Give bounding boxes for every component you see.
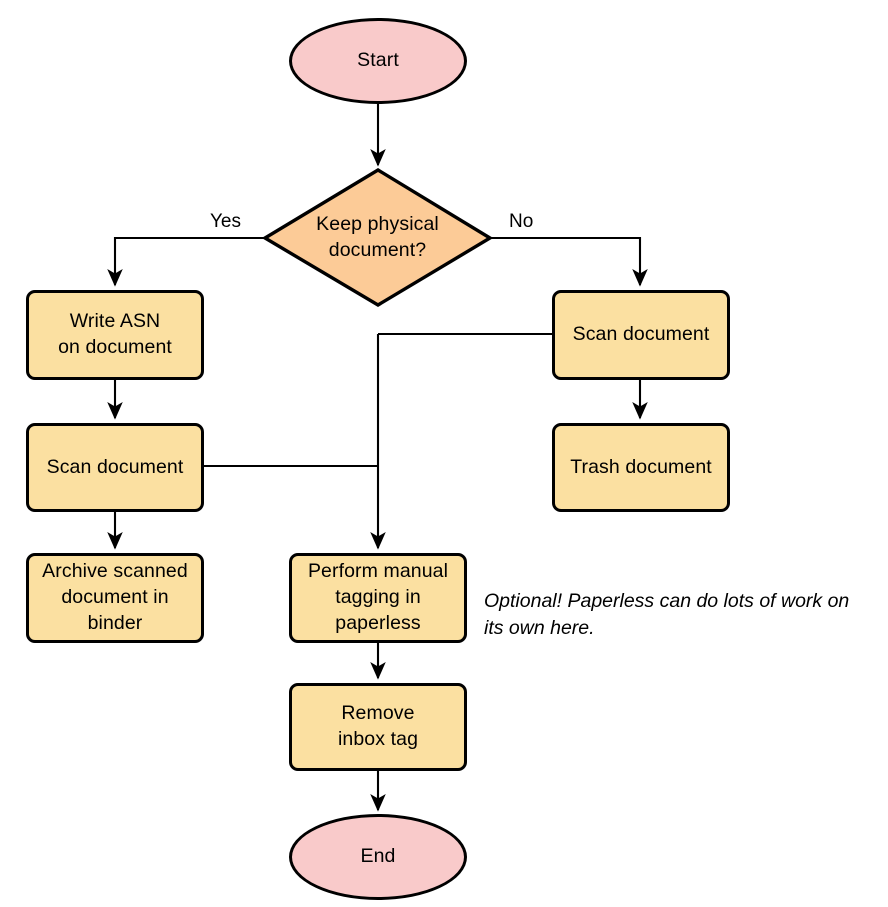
annotation-optional-note-line2: its own here.	[484, 616, 595, 639]
node-write-asn-label-line2: on document	[58, 336, 172, 358]
node-write-asn-label: Write ASN on document	[58, 309, 172, 360]
node-start[interactable]: Start	[289, 18, 467, 104]
node-trash-document[interactable]: Trash document	[552, 423, 730, 512]
node-write-asn-label-line1: Write ASN	[69, 310, 161, 333]
node-archive-label-line3: binder	[87, 611, 143, 634]
decision-diamond-shape[interactable]	[261, 168, 494, 307]
node-archive-scanned-document-in-binder[interactable]: Archive scanned document in binder	[26, 553, 204, 643]
edge-label-yes: Yes	[210, 211, 241, 232]
edge-decision-yes-to-write-asn	[107, 236, 265, 287]
node-scan-document-right-label: Scan document	[572, 323, 710, 346]
annotation-optional-note: Optional! Paperless can do lots of work …	[484, 588, 884, 642]
node-perform-manual-tagging-in-paperless[interactable]: Perform manual tagging in paperless	[289, 553, 467, 643]
node-decision-label-line1: Keep physical	[316, 212, 439, 235]
node-remove-inbox-tag-label: Remove inbox tag	[338, 701, 418, 752]
node-tagging-label-line3: paperless	[335, 611, 421, 634]
node-decision-keep-physical-document[interactable]: Keep physical document?	[265, 170, 490, 305]
node-archive-label-line2: document in	[61, 586, 169, 609]
node-decision-label: Keep physical document?	[316, 212, 439, 263]
node-end[interactable]: End	[289, 814, 467, 900]
node-trash-document-label: Trash document	[570, 455, 712, 478]
node-scan-document-left-label: Scan document	[46, 455, 184, 478]
node-archive-label-line1: Archive scanned	[42, 560, 188, 583]
node-decision-label-line2: document?	[328, 238, 427, 261]
node-start-label: Start	[357, 49, 399, 72]
node-remove-inbox-tag-label-line1: Remove	[341, 702, 415, 725]
node-end-label: End	[360, 845, 396, 868]
node-archive-label: Archive scanned document in binder	[42, 559, 188, 636]
annotation-optional-note-line1: Optional! Paperless can do lots of work …	[484, 590, 850, 612]
node-tagging-label: Perform manual tagging in paperless	[308, 559, 448, 636]
node-remove-inbox-tag-label-line2: inbox tag	[337, 728, 419, 750]
node-remove-inbox-tag[interactable]: Remove inbox tag	[289, 683, 467, 771]
node-scan-document-left[interactable]: Scan document	[26, 423, 204, 512]
node-write-asn-on-document[interactable]: Write ASN on document	[26, 290, 204, 380]
edge-decision-no-to-scan-right	[490, 236, 648, 287]
edge-label-no: No	[509, 211, 534, 232]
node-scan-document-right[interactable]: Scan document	[552, 290, 730, 380]
node-tagging-label-line2: tagging in	[335, 586, 421, 609]
node-tagging-label-line1: Perform manual	[307, 560, 449, 583]
